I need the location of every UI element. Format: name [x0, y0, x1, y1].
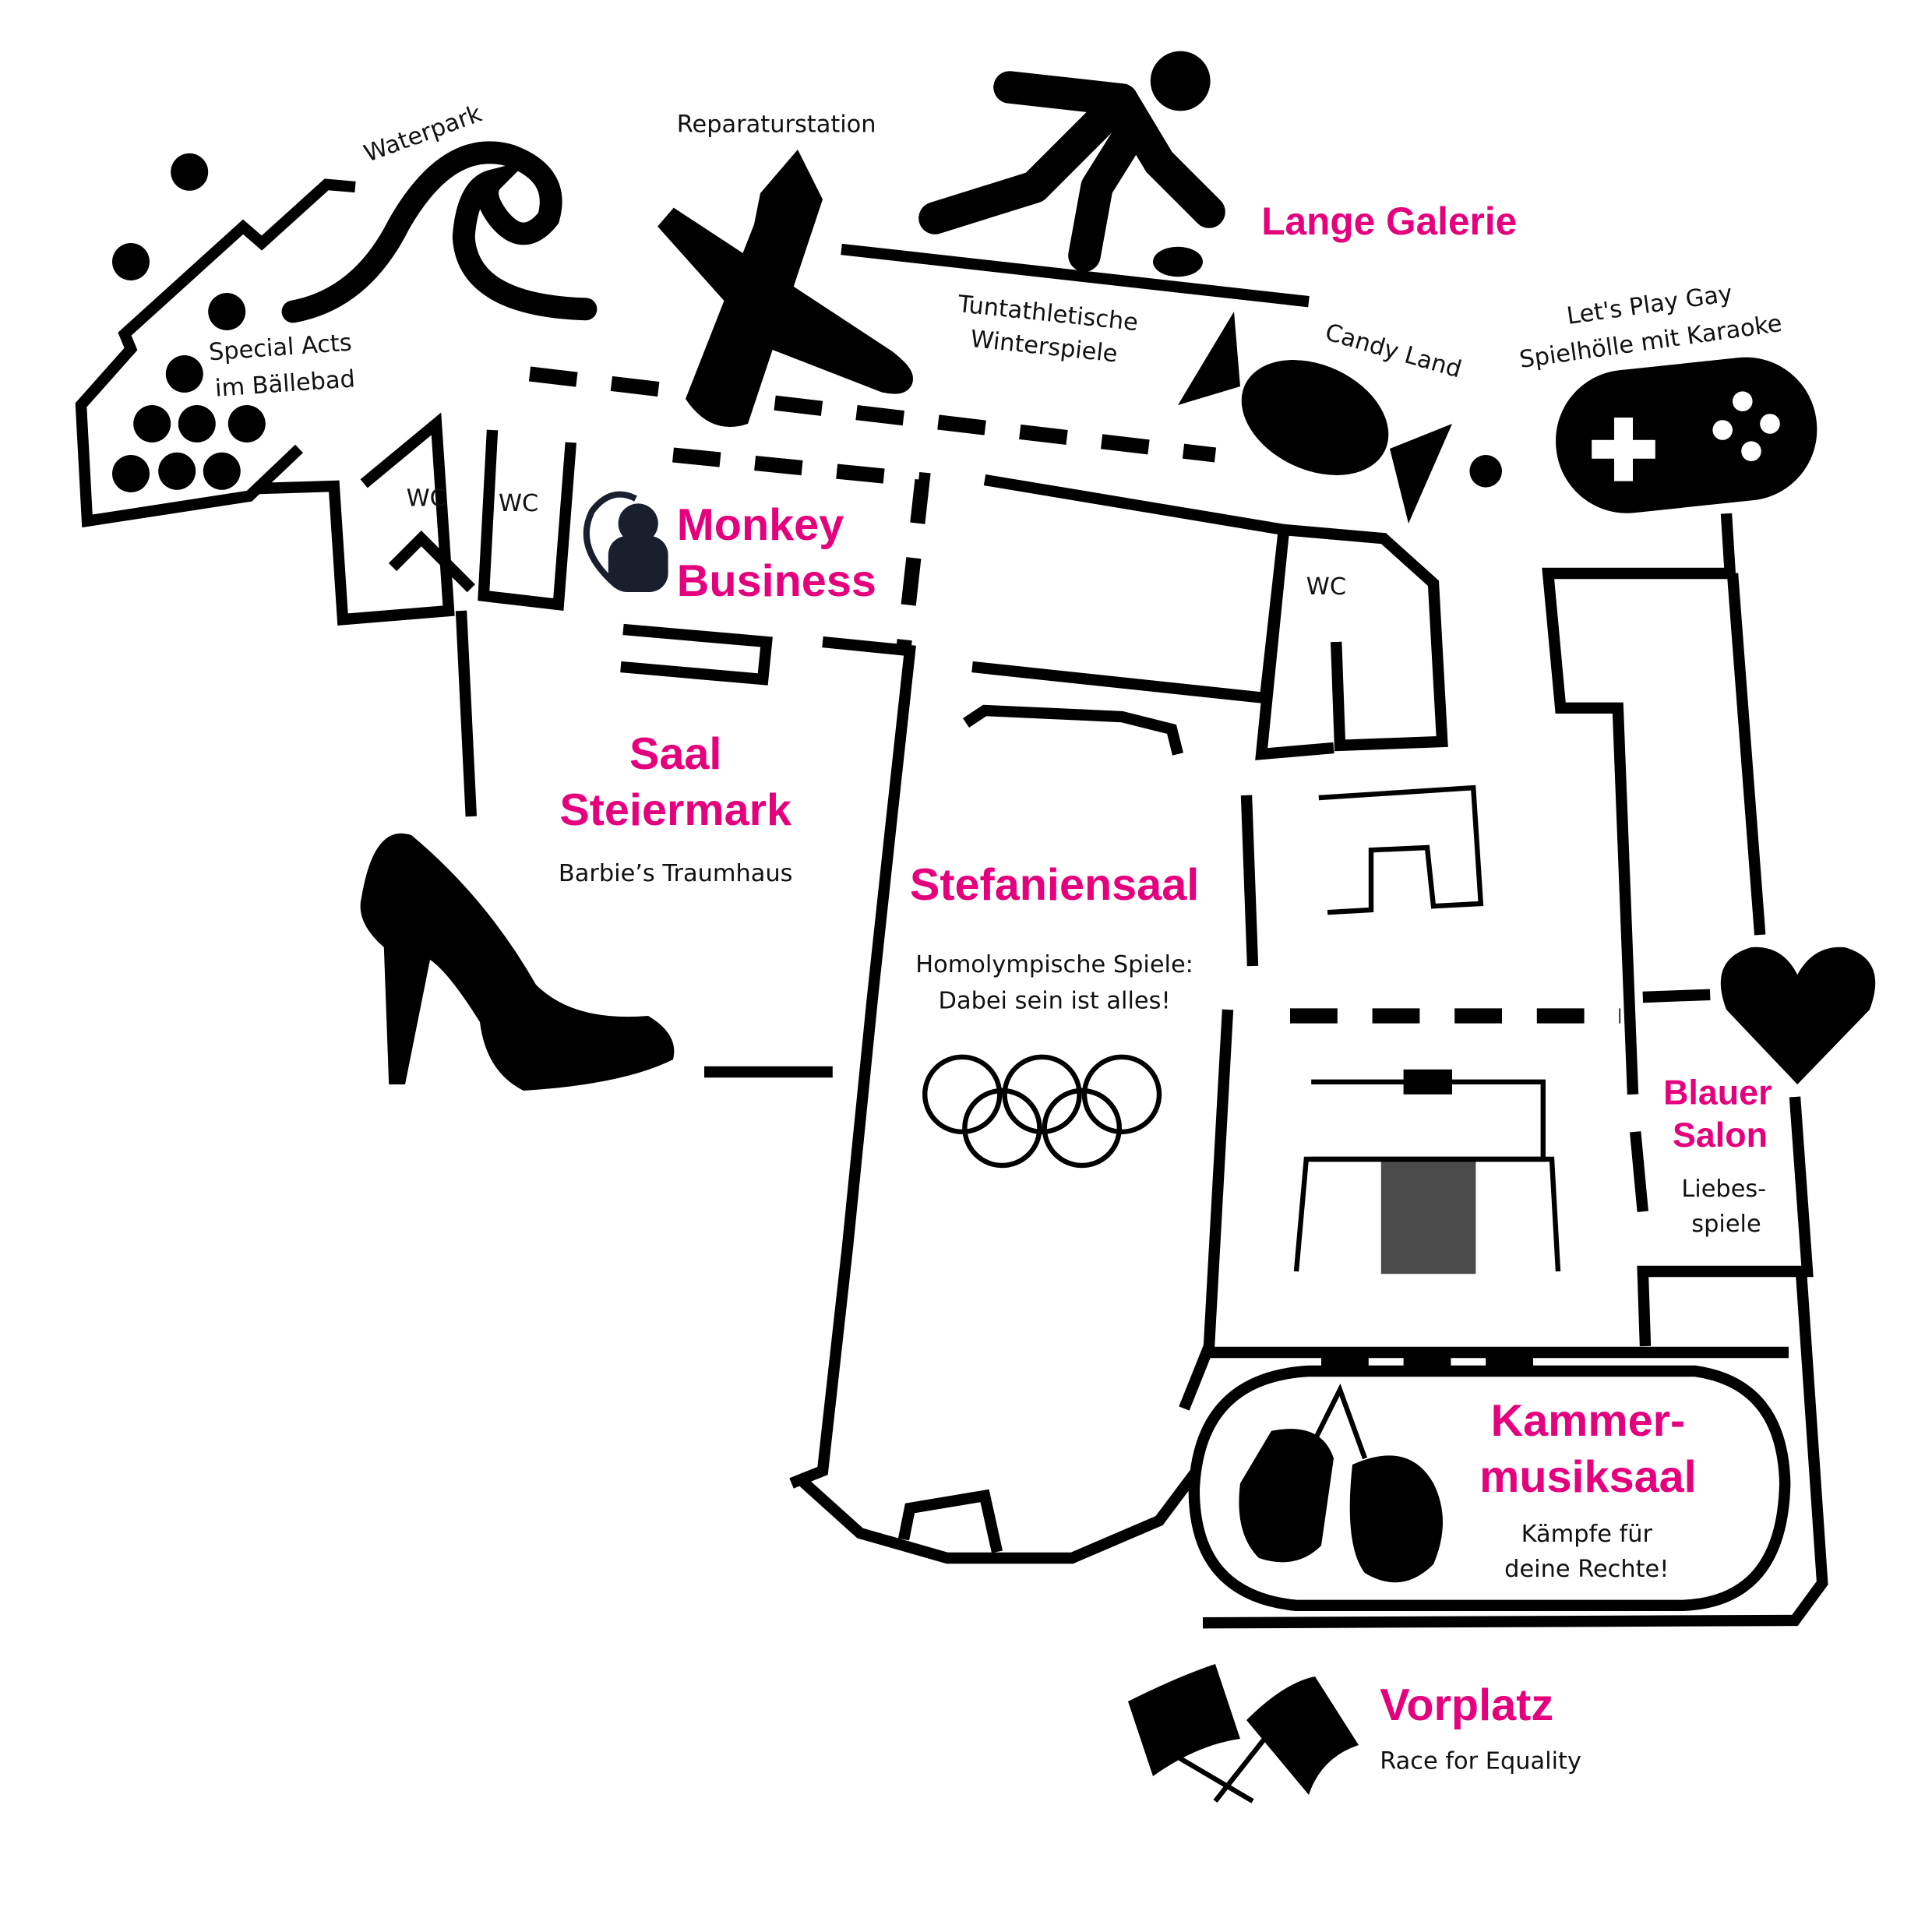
label-wc-1: WC	[407, 485, 446, 513]
skater-icon	[918, 51, 1225, 277]
label-kammer: Kammer-	[1491, 1396, 1686, 1446]
label-liebes: Liebes-	[1681, 1176, 1766, 1203]
monkey-icon	[583, 491, 668, 592]
label-monkey: Monkey	[677, 500, 844, 550]
label-salon: Salon	[1673, 1116, 1768, 1155]
checkered-flags-icon	[1128, 1664, 1359, 1803]
gamepad-icon	[1556, 357, 1817, 513]
label-dabei-sein: Dabei sein ist alles!	[939, 987, 1171, 1014]
label-special-acts: Special Acts	[208, 330, 353, 367]
staircase-icon	[1293, 784, 1561, 1274]
label-wc-2: WC	[499, 490, 538, 517]
label-barbie: Barbie’s Traumhaus	[559, 860, 793, 887]
label-blauer: Blauer	[1663, 1074, 1772, 1112]
building-walls	[75, 178, 1828, 1629]
candy-icon	[1178, 312, 1502, 524]
label-rechte: deine Rechte!	[1504, 1556, 1669, 1583]
label-special-acts-2: im Bällebad	[214, 365, 356, 402]
label-vorplatz: Vorplatz	[1380, 1680, 1553, 1730]
label-kaempfe: Kämpfe für	[1521, 1521, 1653, 1548]
screwdriver-brush-icon	[658, 150, 913, 427]
label-steiermark: Steiermark	[559, 785, 792, 835]
label-spiele: spiele	[1691, 1211, 1761, 1238]
label-race-for-equality: Race for Equality	[1380, 1747, 1581, 1775]
high-heel-icon	[360, 833, 675, 1091]
label-reparaturstation: Reparaturstation	[677, 111, 876, 139]
label-saal: Saal	[629, 729, 721, 779]
label-homolympische: Homolympische Spiele:	[915, 951, 1193, 978]
heart-icon	[1720, 947, 1876, 1084]
label-business: Business	[677, 556, 876, 606]
olympic-rings-icon	[922, 1054, 1162, 1169]
dashed-passages	[528, 366, 1620, 1369]
label-lange-galerie: Lange Galerie	[1261, 199, 1517, 243]
ball-pit-balls-icon	[112, 153, 266, 492]
boxing-gloves-icon	[1239, 1383, 1443, 1583]
label-stefaniensaal: Stefaniensaal	[910, 860, 1199, 910]
label-wc-3: WC	[1306, 573, 1346, 601]
wave-icon	[281, 141, 598, 323]
label-musiksaal: musiksaal	[1479, 1452, 1697, 1502]
